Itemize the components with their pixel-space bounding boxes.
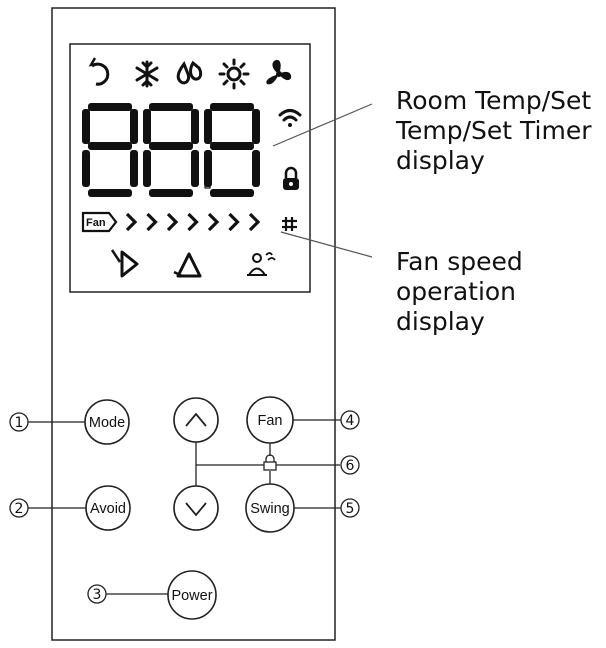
- avoid-button-label: Avoid: [90, 501, 126, 517]
- temp-up-button[interactable]: [173, 397, 219, 443]
- digit-1-segment-7: [130, 150, 138, 187]
- small-lock-icon: [263, 454, 277, 471]
- callout-line-fan-speed: [280, 231, 373, 258]
- digit-2-segment-4: [143, 109, 151, 144]
- digit-2-segment-5: [191, 109, 199, 144]
- chevron-up-icon: [185, 412, 207, 427]
- fan-speed-chevron-7: [248, 212, 261, 232]
- fan-speed-chevron-4: [187, 212, 199, 232]
- temperature-digits: [82, 103, 260, 197]
- fan-speed-callout-line-2: operation: [396, 277, 517, 306]
- callout-number-1: 1: [9, 412, 29, 432]
- swing-button-label: Swing: [250, 501, 290, 517]
- digit-3-segment-7: [252, 150, 260, 187]
- display-callout-line-3: display: [396, 146, 485, 175]
- fan-speed-callout: Fan speed operation display: [396, 247, 523, 337]
- lcd-panel: [69, 43, 311, 293]
- fan-badge-label: Fan: [86, 217, 106, 229]
- display-callout-line-1: Room Temp/Set: [396, 86, 592, 115]
- fan-speed-chevron-3: [166, 212, 179, 232]
- avoid-person-icon: [247, 252, 276, 276]
- digit-1-segment-4: [82, 109, 90, 144]
- digit-3-segment-5: [252, 109, 260, 144]
- cool-snowflake-icon: [135, 60, 159, 88]
- grid-icon: [282, 217, 297, 231]
- callout-number-2-label: 2: [15, 501, 24, 517]
- fan-badge: Fan: [81, 211, 118, 233]
- callout-number-3: 3: [87, 584, 107, 604]
- fan-speed-chevrons: [125, 212, 261, 232]
- digit-2-segment-6: [143, 150, 151, 187]
- callout-number-3-label: 3: [93, 587, 102, 603]
- callout-number-5-label: 5: [346, 501, 355, 517]
- power-button-label: Power: [171, 588, 212, 604]
- callout-number-2: 2: [9, 498, 29, 518]
- digit-1-segment-1: [88, 103, 132, 111]
- callout-number-5: 5: [340, 498, 360, 518]
- digit-3-segment-4: [204, 109, 212, 144]
- digit-2-segment-3: [149, 189, 193, 197]
- temp-down-button[interactable]: [173, 485, 219, 531]
- fan-speed-chevron-6: [228, 212, 240, 232]
- avoid-button[interactable]: Avoid: [85, 485, 131, 531]
- fan-speed-callout-line-3: display: [396, 307, 485, 336]
- digit-1-segment-6: [82, 150, 90, 187]
- power-button[interactable]: Power: [167, 570, 217, 620]
- digit-2-segment-2: [149, 142, 193, 150]
- decimal-point: [204, 182, 211, 189]
- display-callout: Room Temp/Set Temp/Set Timer display: [396, 86, 592, 176]
- digit-3-segment-2: [210, 142, 254, 150]
- dry-drops-icon: [176, 60, 203, 85]
- display-callout-line-2: Temp/Set Timer: [396, 116, 592, 145]
- digit-3-segment-6: [204, 150, 212, 187]
- heat-sun-icon: [218, 58, 250, 90]
- fan-button[interactable]: Fan: [246, 396, 294, 444]
- digit-1-segment-3: [88, 189, 132, 197]
- digit-3-segment-3: [210, 189, 254, 197]
- mode-button[interactable]: Mode: [84, 399, 130, 445]
- digit-2-segment-7: [191, 150, 199, 187]
- fan-speed-chevron-1: [125, 212, 138, 232]
- fan-mode-icon: [266, 59, 292, 85]
- callout-number-6: 6: [340, 455, 360, 475]
- digit-1-segment-5: [130, 109, 138, 144]
- digit-1-segment-2: [88, 142, 132, 150]
- swing-button[interactable]: Swing: [245, 483, 295, 533]
- chevron-down-icon: [185, 502, 207, 517]
- auto-mode-icon: [88, 57, 110, 86]
- wifi-icon: [278, 109, 302, 127]
- swing-up-icon: [173, 252, 202, 278]
- callout-line-display: [272, 103, 373, 147]
- digit-3-segment-1: [210, 103, 254, 111]
- digit-2-segment-1: [149, 103, 193, 111]
- callout-number-1-label: 1: [15, 415, 24, 431]
- fan-button-label: Fan: [258, 413, 283, 429]
- callout-number-6-label: 6: [346, 458, 355, 474]
- callout-number-4: 4: [340, 410, 360, 430]
- mode-button-label: Mode: [89, 415, 125, 431]
- fan-speed-chevron-5: [207, 212, 220, 232]
- callout-number-4-label: 4: [346, 413, 355, 429]
- lock-icon: [283, 166, 299, 190]
- fan-speed-callout-line-1: Fan speed: [396, 247, 523, 276]
- swing-left-icon: [110, 249, 139, 278]
- fan-speed-chevron-2: [146, 212, 158, 232]
